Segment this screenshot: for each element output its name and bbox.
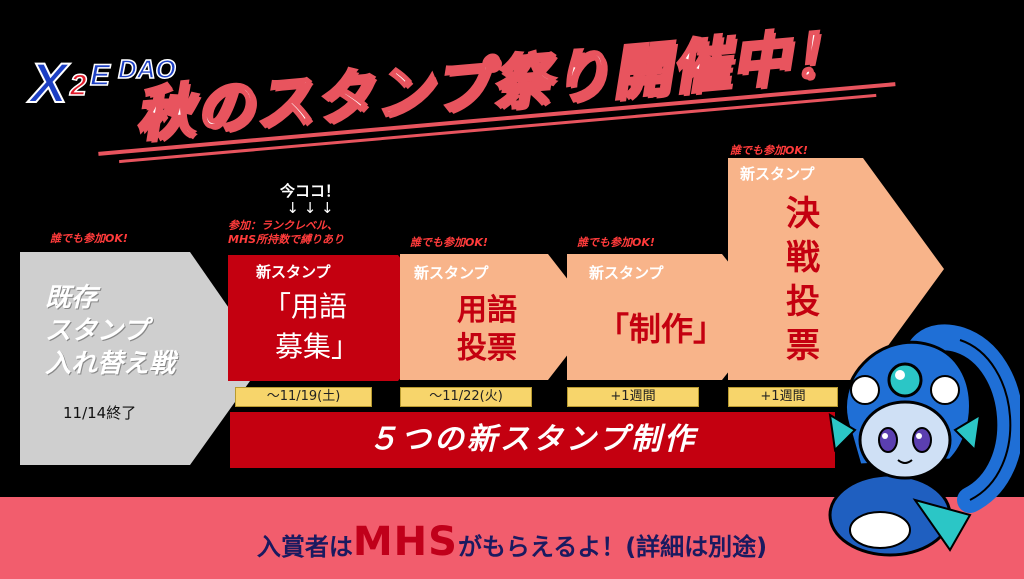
- logo-e: E: [90, 59, 111, 92]
- step-title: 「用語 募集」: [263, 287, 359, 367]
- step-title: 既存 スタンプ 入れ替え戦: [45, 282, 175, 381]
- step-date: 11/14終了: [63, 404, 137, 422]
- step-existing-stamp: 誰でも参加OK! 既存 スタンプ 入れ替え戦 11/14終了: [20, 230, 265, 465]
- step-line: 「用語: [263, 290, 348, 323]
- step-note: 誰でも参加OK!: [577, 236, 655, 249]
- mascot-illustration: [820, 300, 1024, 570]
- step-note: 参加：ランクレベル、: [228, 219, 338, 232]
- banner-text: ５つの新スタンプ制作: [367, 422, 698, 457]
- step-line: 票: [786, 326, 820, 366]
- step-header: 新スタンプ: [740, 165, 815, 183]
- step-line: 投票: [457, 331, 517, 366]
- step-title: 決 戦 投 票: [786, 192, 820, 368]
- prize-highlight: MHS: [352, 519, 458, 565]
- step-line: 用語: [457, 293, 517, 328]
- step-note: 誰でも参加OK!: [410, 236, 488, 249]
- logo-2: 2: [69, 69, 87, 102]
- step-date: 〜11/19(土): [235, 387, 372, 407]
- step-final-vote: 誰でも参加OK! 新スタンプ 決 戦 投 票: [728, 140, 948, 385]
- new-stamp-banner: ５つの新スタンプ制作: [230, 412, 835, 468]
- step-header: 新スタンプ: [414, 264, 489, 282]
- step-date: +1週間: [728, 387, 838, 407]
- step-line: スタンプ: [45, 316, 149, 346]
- now-marker-arrows: ↓ ↓ ↓: [286, 199, 334, 217]
- step-title: 用語 投票: [457, 292, 517, 368]
- step-term-collection: 参加：ランクレベル、 MHS所持数で縛りあり 新スタンプ 「用語 募集」: [228, 215, 453, 415]
- step-title: 「制作」: [597, 310, 726, 348]
- prize-post: がもらえるよ！(詳細は別途): [457, 533, 768, 561]
- step-line: 戦: [786, 238, 820, 278]
- now-marker-label: 今ココ！: [279, 182, 340, 200]
- prize-text: 入賞者はMHSがもらえるよ！(詳細は別途): [0, 519, 1024, 565]
- step-date: 〜11/22(火): [400, 387, 532, 407]
- step-line: 入れ替え戦: [45, 349, 176, 379]
- prize-pre: 入賞者は: [256, 533, 353, 561]
- step-term-vote: 誰でも参加OK! 新スタンプ 用語 投票: [400, 232, 600, 387]
- step-note: 誰でも参加OK!: [730, 144, 808, 157]
- step-shape: [20, 252, 265, 465]
- logo-x: X: [27, 51, 71, 114]
- step-line: 決: [786, 194, 820, 234]
- step-shape: [228, 255, 450, 381]
- step-header: 新スタンプ: [256, 263, 331, 281]
- step-date: +1週間: [567, 387, 699, 407]
- step-note: 誰でも参加OK!: [50, 232, 128, 245]
- x2e-dao-logo: X 2 E DAO: [20, 40, 210, 120]
- logo-dao: DAO: [118, 54, 176, 84]
- step-line: 既存: [45, 283, 98, 313]
- step-shape: [728, 158, 944, 380]
- step-production: 誰でも参加OK! 新スタンプ 「制作」: [567, 232, 777, 387]
- step-note-2: MHS所持数で縛りあり: [228, 233, 345, 246]
- step-header: 新スタンプ: [589, 264, 664, 282]
- step-line: 投: [786, 282, 820, 322]
- step-shape: [567, 254, 772, 380]
- step-shape: [400, 254, 597, 380]
- step-line: 募集」: [275, 330, 360, 363]
